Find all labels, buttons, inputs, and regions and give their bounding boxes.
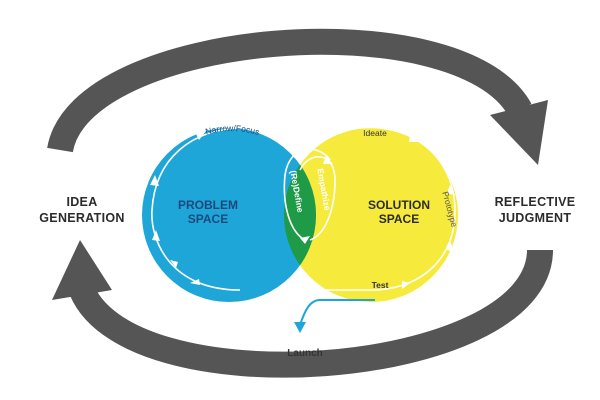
problem-space-label-line2: SPACE [188,212,228,226]
problem-loop-arrow-3 [196,131,206,140]
ideate-label: Ideate [363,128,387,138]
problem-loop-path [151,127,293,291]
launch-arrow-icon [294,322,306,333]
solution-space-circle [284,128,458,302]
overlap-swirl-arrow-1 [300,236,310,244]
bottom-arc-label: SELF-REGULATION [230,373,370,393]
solution-loop-arrow-4 [402,281,410,289]
solution-space-label-line2: SPACE [379,212,419,226]
top-arc-arrowhead [490,100,548,165]
overlap-swirl-path [283,148,336,241]
overlap-swirl-arrow-2 [323,156,333,164]
reflective-judgment-label-line2: JUDGMENT [499,211,572,225]
solution-loop-arrow-1 [409,136,420,142]
solution-loop-arrow-2 [447,185,455,195]
idea-generation-label-line2: GENERATION [39,211,124,225]
top-regulation-arc [47,28,532,154]
launch-connector [299,299,375,326]
solution-loop-arrow-3 [447,240,454,252]
problem-space-label-line1: PROBLEM [178,198,238,212]
test-label: Test [372,280,389,290]
problem-loop-arrow-4 [254,126,264,132]
problem-loop-arrow-1 [150,175,159,186]
problem-loop-arrow-5 [190,279,200,285]
reflective-judgment-label-line1: REFLECTIVE [495,195,576,209]
problem-space-circle [142,128,316,302]
top-arc-label: SELF-REGULATION [229,4,371,25]
bottom-arc-arrowhead [52,240,112,300]
solution-loop-path [311,126,456,291]
launch-label: Launch [287,348,323,359]
problem-loop-arrow-6 [170,260,178,268]
bottom-regulation-arc [67,248,553,378]
problem-loop-arrow-2 [152,230,160,241]
idea-generation-label-line1: IDEA [66,195,97,209]
solution-space-label-line1: SOLUTION [368,198,430,212]
